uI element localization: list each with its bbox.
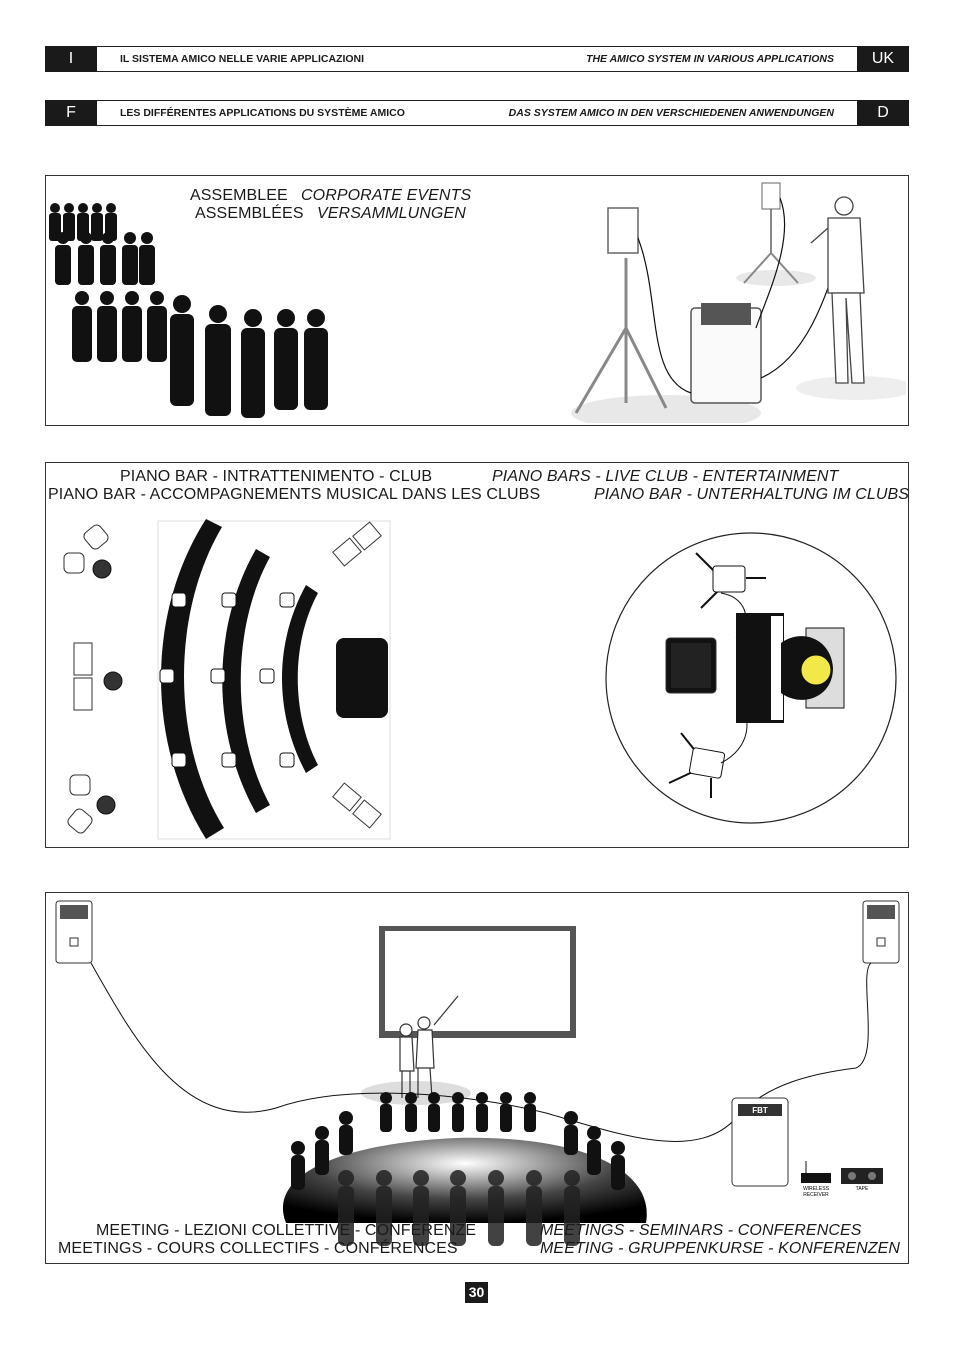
crowd-row-3 — [72, 291, 167, 362]
title-fr: LES DIFFÉRENTES APPLICATIONS DU SYSTÈME … — [120, 107, 405, 119]
speaker-setup-illustration — [571, 182, 906, 423]
caption-meeting-de: MEETING - GRUPPENKURSE - KONFERENZEN — [540, 1240, 901, 1257]
stage-piano-block — [336, 638, 388, 718]
tripod-stand-left — [574, 258, 668, 414]
lounge-seats — [63, 521, 382, 834]
round-tables — [92, 559, 123, 815]
audience-back — [291, 1092, 625, 1190]
speakers-on-arcs — [159, 592, 295, 768]
caption-assemblee: ASSEMBLEE — [190, 187, 288, 204]
seating-arcs — [161, 519, 318, 839]
title-de: DAS SYSTEM AMICO IN DEN VERSCHIEDENEN AN… — [508, 107, 834, 119]
tape-deck: TAPE — [841, 1168, 883, 1192]
caption-corporate-events: CORPORATE EVENTS — [301, 187, 472, 204]
header-bar-it-uk: I IL SISTEMA AMICO NELLE VARIE APPLICAZI… — [45, 46, 909, 72]
caption-assemblees: ASSEMBLÉES — [195, 205, 304, 222]
caption-meeting-fr: MEETINGS - COURS COLLECTIFS - CONFÉRENCE… — [58, 1240, 458, 1257]
title-it: IL SISTEMA AMICO NELLE VARIE APPLICAZION… — [120, 53, 365, 65]
crowd-front-row — [170, 295, 328, 418]
header-bar-fr-de: F LES DIFFÉRENTES APPLICATIONS DU SYSTÈM… — [45, 100, 909, 126]
lang-tag-uk: UK — [857, 46, 909, 72]
speaker-right-wall — [862, 900, 900, 964]
presenter-figure — [810, 196, 865, 384]
caption-meeting-uk: MEETINGS - SEMINARS - CONFERENCES — [540, 1222, 862, 1239]
caption-versammlungen: VERSAMMLUNGEN — [317, 205, 466, 222]
projection-screen — [379, 926, 576, 1038]
monitor-speaker-top — [695, 552, 766, 609]
speaker-right — [761, 182, 781, 210]
tripod-stand-right — [743, 208, 799, 284]
crowd-row-2 — [55, 232, 155, 285]
piano-bar-panel: PIANO BAR - INTRATTENIMENTO - CLUB PIANO… — [45, 462, 909, 848]
fbt-speaker-floor: FBT — [731, 1097, 789, 1187]
assemblies-panel: ASSEMBLEE CORPORATE EVENTS ASSEMBLÉES VE… — [45, 175, 909, 426]
caption-piano-bar-de: PIANO BAR - UNTERHALTUNG IM CLUBS — [594, 486, 909, 503]
speaker-left-wall — [55, 900, 93, 964]
receiver-label-1: WIRELESS — [803, 1186, 830, 1192]
crowd-back-row — [49, 203, 117, 241]
caption-piano-bar-it: PIANO BAR - INTRATTENIMENTO - CLUB — [120, 468, 433, 485]
caption-piano-bar-fr: PIANO BAR - ACCOMPAGNEMENTS MUSICAL DANS… — [48, 486, 541, 503]
audience-front — [338, 1170, 580, 1246]
wireless-receiver: WIRELESS RECEIVER — [801, 1161, 831, 1198]
lang-tag-it: I — [45, 46, 97, 72]
conference-room-illustration: FBT WIRELESS RECEIVER TAPE — [55, 900, 900, 1246]
player-head — [800, 654, 832, 686]
monitor-speaker-bottom — [668, 732, 726, 798]
caption-meeting-it: MEETING - LEZIONI COLLETTIVE - CONFERENZ… — [96, 1222, 477, 1239]
receiver-label-2: RECEIVER — [803, 1192, 829, 1198]
piano-player-detail — [605, 532, 897, 824]
lang-tag-fr: F — [45, 100, 97, 126]
speaker-brand-label: FBT — [752, 1106, 768, 1115]
page-number: 30 — [465, 1282, 488, 1303]
tape-label: TAPE — [856, 1186, 869, 1192]
caption-piano-bar-uk: PIANO BARS - LIVE CLUB - ENTERTAINMENT — [492, 468, 839, 485]
meeting-panel: FBT WIRELESS RECEIVER TAPE MEETING - LEZ… — [45, 892, 909, 1264]
club-floor-plan — [63, 519, 391, 840]
crowd-illustration — [49, 203, 328, 418]
lecturer-figures — [399, 995, 459, 1099]
lang-tag-de: D — [857, 100, 909, 126]
title-uk: THE AMICO SYSTEM IN VARIOUS APPLICATIONS — [586, 53, 834, 65]
speaker-left — [607, 207, 639, 254]
